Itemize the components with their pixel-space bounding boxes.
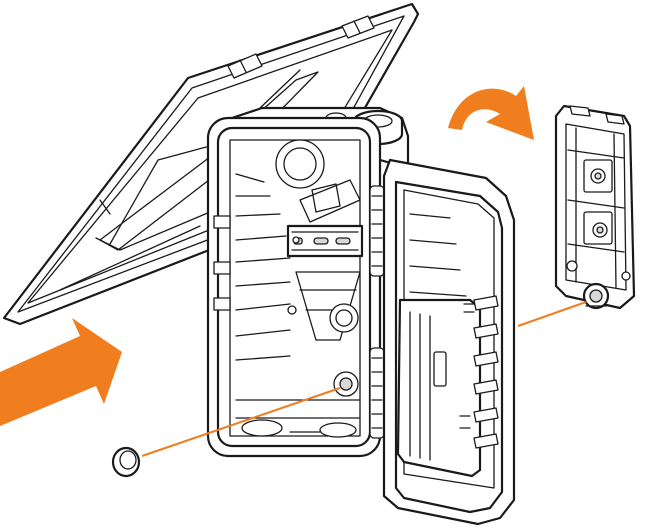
enclosure-door [382,158,516,526]
assembly-guide-lines [141,301,587,457]
arrow-right-icon [0,318,122,426]
sealing-plug [111,446,141,478]
mounting-backplate [554,104,636,310]
enclosure-body [206,106,410,458]
rotate-arrow-icon [448,86,534,140]
